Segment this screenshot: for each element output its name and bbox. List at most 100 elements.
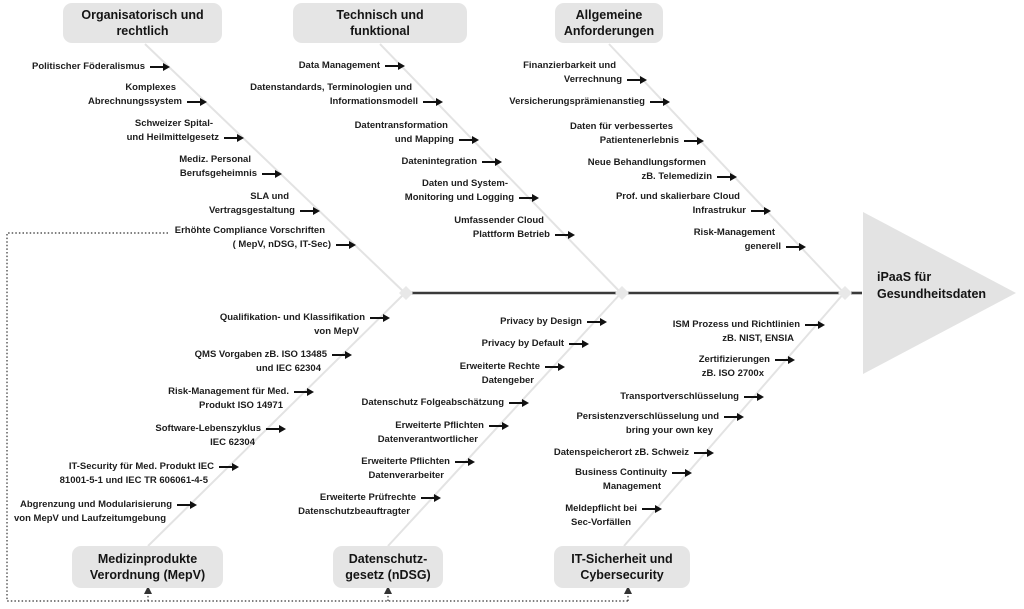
item-text: Plattform Betrieb [472, 229, 550, 240]
branch-item: Versicherungsprämienanstieg [509, 95, 670, 109]
right-arrow-icon [187, 97, 207, 106]
item-text: ( MepV, nDSG, IT-Sec) [232, 239, 331, 250]
item-text: Datenverantwortlicher [377, 434, 478, 445]
item-text: Privacy by Default [481, 338, 564, 349]
branch-item: QMS Vorgaben zB. ISO 13485 und IEC 62304 [195, 348, 352, 376]
branch-item: Erweiterte Rechte Datengeber [459, 360, 565, 388]
right-arrow-icon [684, 136, 704, 145]
item-text: Erweiterte Prüfrechte [319, 492, 416, 503]
right-arrow-icon [587, 317, 607, 326]
right-arrow-icon [569, 339, 589, 348]
branch-item: Datenschutz Folgeabschätzung [361, 396, 529, 410]
item-text: Risk-Management für Med. [168, 386, 289, 397]
right-arrow-icon [262, 169, 282, 178]
item-text: ISM Prozess und Richtlinien [672, 319, 800, 330]
category-label: Allgemeine Anforderungen [563, 7, 655, 39]
item-text: Vertragsgestaltung [208, 205, 295, 216]
item-text: Politischer Föderalismus [32, 61, 145, 72]
right-arrow-icon [775, 355, 795, 364]
branch-item: Schweizer Spital- und Heilmittelgesetz [126, 117, 244, 145]
right-arrow-icon [455, 457, 475, 466]
right-arrow-icon [300, 206, 320, 215]
item-text: Risk-Management [693, 227, 775, 238]
item-text: Datenschutzbeauftragter [298, 506, 410, 517]
right-arrow-icon [150, 62, 170, 71]
junction-diamond-icon [838, 286, 852, 300]
item-text: Daten für verbessertes [570, 121, 673, 132]
item-text: IT-Security für Med. Produkt IEC [68, 461, 214, 472]
category-box-datenschutzgesetz: Datenschutz-gesetz (nDSG) [333, 546, 443, 588]
branch-item: Umfassender Cloud Plattform Betrieb [454, 214, 575, 242]
result-title: iPaaS für Gesundheitsdaten [877, 270, 987, 301]
branch-item: Komplexes Abrechnungssystem [88, 81, 207, 109]
category-label: Medizinprodukte Verordnung (MepV) [89, 551, 206, 583]
item-text: Meldepflicht bei [565, 503, 637, 514]
right-arrow-icon [332, 350, 352, 359]
right-arrow-icon [459, 135, 479, 144]
branch-item: Software-Lebenszyklus IEC 62304 [155, 422, 286, 450]
branch-item: IT-Security für Med. Produkt IEC 81001-5… [60, 460, 239, 488]
item-text: SLA und [250, 191, 289, 202]
branch-item: Neue Behandlungsformen zB. Telemedizin [588, 156, 737, 184]
right-arrow-icon [650, 97, 670, 106]
item-text: Finanzierbarkeit und [523, 60, 616, 71]
item-text: Software-Lebenszyklus [155, 423, 261, 434]
item-text: Datengeber [481, 375, 534, 386]
right-arrow-icon [555, 230, 575, 239]
category-label: Organisatorisch und rechtlich [81, 7, 204, 39]
branch-item: Data Management [299, 59, 405, 73]
item-text: und Mapping [394, 134, 454, 145]
item-text: Datentransformation [354, 120, 448, 131]
item-text: Erweiterte Pflichten [395, 420, 484, 431]
branch-line [623, 291, 846, 547]
category-label: Datenschutz-gesetz (nDSG) [345, 551, 431, 583]
branch-item: Datenspeicherort zB. Schweiz [554, 446, 714, 460]
item-text: zB. ISO 2700x [701, 368, 764, 379]
item-text: Abrechnungssystem [88, 96, 182, 107]
item-text: und Heilmittelgesetz [126, 132, 219, 143]
right-arrow-icon [219, 462, 239, 471]
right-arrow-icon [294, 387, 314, 396]
branch-item: Erhöhte Compliance Vorschriften ( MepV, … [174, 224, 356, 252]
item-text: Zertifizierungen [698, 354, 770, 365]
item-text: Daten und System- [421, 178, 508, 189]
item-text: Erweiterte Pflichten [361, 456, 450, 467]
right-arrow-icon [744, 392, 764, 401]
item-text: Datenverarbeiter [368, 470, 444, 481]
branch-item: Privacy by Default [481, 337, 589, 351]
branch-item: Prof. und skalierbare Cloud Infrastrukur [616, 190, 771, 218]
item-text: bring your own key [625, 425, 713, 436]
item-text: Mediz. Personal [179, 154, 251, 165]
branch-item: Datenintegration [402, 155, 502, 169]
junction-diamond-icon [615, 286, 629, 300]
item-text: zB. NIST, ENSIA [722, 333, 794, 344]
branch-item: Qualifikation- und Klassifikation von Me… [220, 311, 390, 339]
item-text: Monitoring und Logging [404, 192, 514, 203]
branch-item: Persistenzverschlüsselung und bring your… [576, 410, 744, 438]
item-text: Erweiterte Rechte [459, 361, 540, 372]
category-box-allgemeine-anforderungen: Allgemeine Anforderungen [555, 3, 663, 43]
category-label: Technisch und funktional [336, 7, 424, 39]
branch-item: Politischer Föderalismus [32, 60, 170, 74]
right-arrow-icon [642, 504, 662, 513]
item-text: Produkt ISO 14971 [199, 400, 283, 411]
item-text: Abgrenzung und Modularisierung [20, 499, 172, 510]
branch-item: Transportverschlüsselung [620, 390, 764, 404]
up-arrow-icon [144, 586, 152, 594]
category-label: IT-Sicherheit und Cybersecurity [571, 551, 673, 583]
item-text: generell [744, 241, 781, 252]
right-arrow-icon [509, 398, 529, 407]
right-arrow-icon [423, 97, 443, 106]
right-arrow-icon [482, 157, 502, 166]
branch-item: Erweiterte Pflichten Datenverarbeiter [361, 455, 475, 483]
item-text: Verrechnung [563, 74, 622, 85]
right-arrow-icon [545, 362, 565, 371]
item-text: Erhöhte Compliance Vorschriften [174, 225, 325, 236]
right-arrow-icon [627, 75, 647, 84]
branch-item: Datenstandards, Terminologien und Inform… [250, 81, 443, 109]
right-arrow-icon [336, 240, 356, 249]
branch-line [608, 43, 846, 295]
branch-item: Daten für verbessertes Patientenerlebnis [570, 120, 704, 148]
right-arrow-icon [224, 133, 244, 142]
